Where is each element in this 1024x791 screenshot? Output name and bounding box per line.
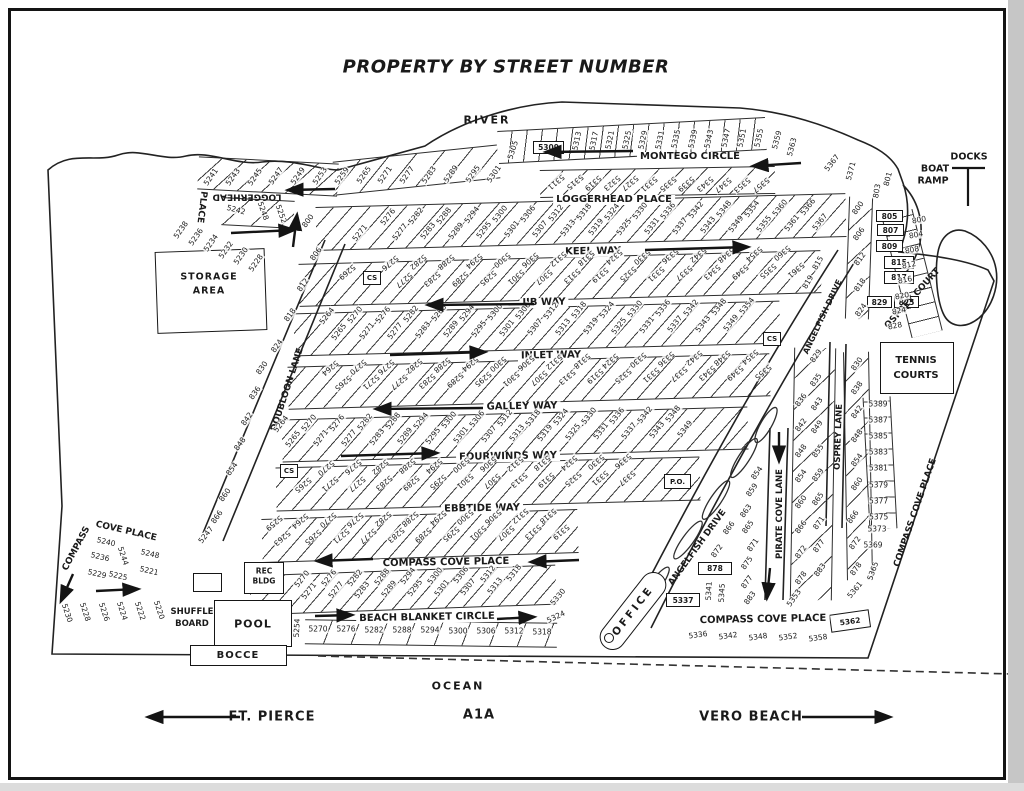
cs-box-1: CS [363, 271, 381, 285]
scan-edge-bottom [0, 783, 1024, 791]
arrow-montego-west [542, 144, 634, 160]
arrow-keel-east [644, 240, 752, 255]
boat-ramp-label-line1: BOAT [920, 163, 950, 175]
rec-bldg-label-line1: REC [255, 566, 273, 576]
rec-bldg [244, 562, 284, 594]
ocean-label: OCEAN [431, 679, 485, 693]
arrow-compass-left-down [59, 573, 75, 605]
compass-cove-east-column-lot: 5387 [867, 415, 889, 425]
beach-blanket-south-lot: 5300 [447, 626, 469, 635]
lot-815-label: 815 [891, 258, 907, 267]
boat-ramp-label-line2: RAMP [917, 175, 949, 187]
street-montego-circle: MONTEGO CIRCLE [637, 152, 743, 162]
angelfish-median-3 [701, 480, 731, 520]
lot-number: 5369 [862, 540, 884, 550]
storage-area-label-line1: STORAGE [180, 271, 238, 283]
compass-cove-east-column-lot: 5375 [868, 511, 890, 521]
page-title: PROPERTY BY STREET NUMBER [342, 56, 670, 78]
arrow-jib-west [424, 297, 535, 313]
shuffleboard-label-line2: BOARD [175, 618, 209, 629]
direction-vero-beach: VERO BEACH [699, 709, 803, 725]
cs-box-2-label: CS [766, 335, 778, 343]
pool-label: POOL [234, 617, 272, 631]
tennis-label-line2: COURTS [893, 370, 939, 381]
lot-829-label: 829 [871, 297, 888, 307]
beach-blanket-south-lot: 5312 [503, 626, 525, 636]
compass-cove-east-column-lot: 5377 [868, 495, 890, 505]
dock-peninsula [935, 229, 998, 327]
beach-blanket-south-lot: 5294 [419, 625, 441, 635]
beach-blanket-south-lot: 5318 [531, 627, 553, 637]
lot-878: 878 [698, 562, 732, 575]
arrow-compass-cove-west-2 [527, 554, 580, 569]
scan-edge-right [1008, 0, 1024, 791]
compass-cove-east-column-lot: 5385 [867, 431, 889, 441]
storage-area-label-line2: AREA [192, 285, 226, 297]
rec-bldg-label-line2: BLDG [252, 576, 276, 586]
arrow-loggerhead-inner-north [287, 211, 303, 248]
arrow-compass-left-east [95, 582, 142, 597]
lot-809-label: 809 [881, 241, 898, 251]
lot-878-label: 878 [707, 564, 723, 573]
post-office-label: P.O. [670, 477, 685, 486]
dock-tee [952, 166, 985, 206]
pool [214, 600, 292, 647]
highway-a1a: A1A [462, 707, 496, 723]
angelfish-median-5 [754, 406, 778, 444]
cs-box-2: CS [763, 332, 781, 346]
arrow-loggerhead-inner-east [230, 223, 298, 238]
beach-blanket-south-lot: 5270 [307, 624, 329, 634]
page-border [8, 8, 1006, 780]
arrow-inlet-east [389, 345, 489, 360]
arrow-beach-blanket-east-2 [496, 610, 538, 626]
lot-805-label: 805 [881, 211, 898, 221]
beach-blanket-south-lot: 5282 [363, 624, 385, 634]
office-dot [604, 633, 614, 643]
arrow-fourwinds-east [340, 446, 441, 461]
lot-number: 5373 [866, 524, 888, 534]
lot-807: 807 [877, 224, 904, 236]
arrow-beach-blanket-east-1 [314, 608, 356, 623]
arrow-montego-west-2 [749, 157, 802, 173]
angelfish-median-2 [673, 520, 703, 560]
street-loggerhead-place: LOGGERHEAD PLACE [553, 195, 675, 205]
post-office: P.O. [664, 474, 691, 489]
arrow-compass-cove-west-1 [313, 553, 374, 568]
osprey-lane-edges [825, 341, 847, 529]
tennis-courts [880, 342, 954, 394]
angelfish-median-4 [730, 437, 758, 479]
compass-cove-east-column-lot: 5379 [867, 479, 890, 489]
beach-blanket-south-lot: 5306 [475, 626, 497, 636]
lot-5337: 5337 [666, 593, 700, 607]
compass-cove-east-column-lot: 5383 [867, 447, 889, 457]
ocean-dashed-line [317, 655, 1013, 675]
compass-cove-east-column-lot: 5381 [867, 463, 889, 473]
beach-blanket-south-lot: 5288 [391, 625, 413, 635]
docks-label: DOCKS [950, 151, 988, 163]
lot-809: 809 [876, 240, 903, 252]
shuffleboard-label-line1: SHUFFLE [170, 606, 214, 617]
lot-5337-label: 5337 [672, 595, 694, 605]
bocce-court [190, 645, 287, 666]
angelfish-drive-edges [629, 249, 858, 629]
compass-cove-east-column-lot: 5389 [867, 399, 889, 409]
cs-box-1-label: CS [366, 274, 378, 282]
lot-829: 829 [867, 296, 892, 308]
tennis-label-line1: TENNIS [895, 355, 937, 366]
direction-ft-pierce: FT. PIERCE [228, 709, 316, 725]
arrow-loggerhead-west [284, 182, 336, 197]
pirate-cove-lane-edges [764, 427, 789, 601]
arrow-pirate-south-down [761, 567, 776, 602]
lot-807-label: 807 [882, 225, 899, 235]
lot-805: 805 [876, 210, 903, 222]
cs-box-3-label: CS [283, 467, 295, 475]
lot-825-label: 825 [898, 297, 915, 307]
beach-blanket-south-lot: 5276 [335, 624, 357, 634]
pool-structure [193, 573, 222, 592]
cs-box-3: CS [280, 464, 298, 478]
bocce-label: BOCCE [216, 650, 260, 661]
river-label: RIVER [463, 113, 511, 127]
arrow-galley-west [372, 401, 484, 417]
